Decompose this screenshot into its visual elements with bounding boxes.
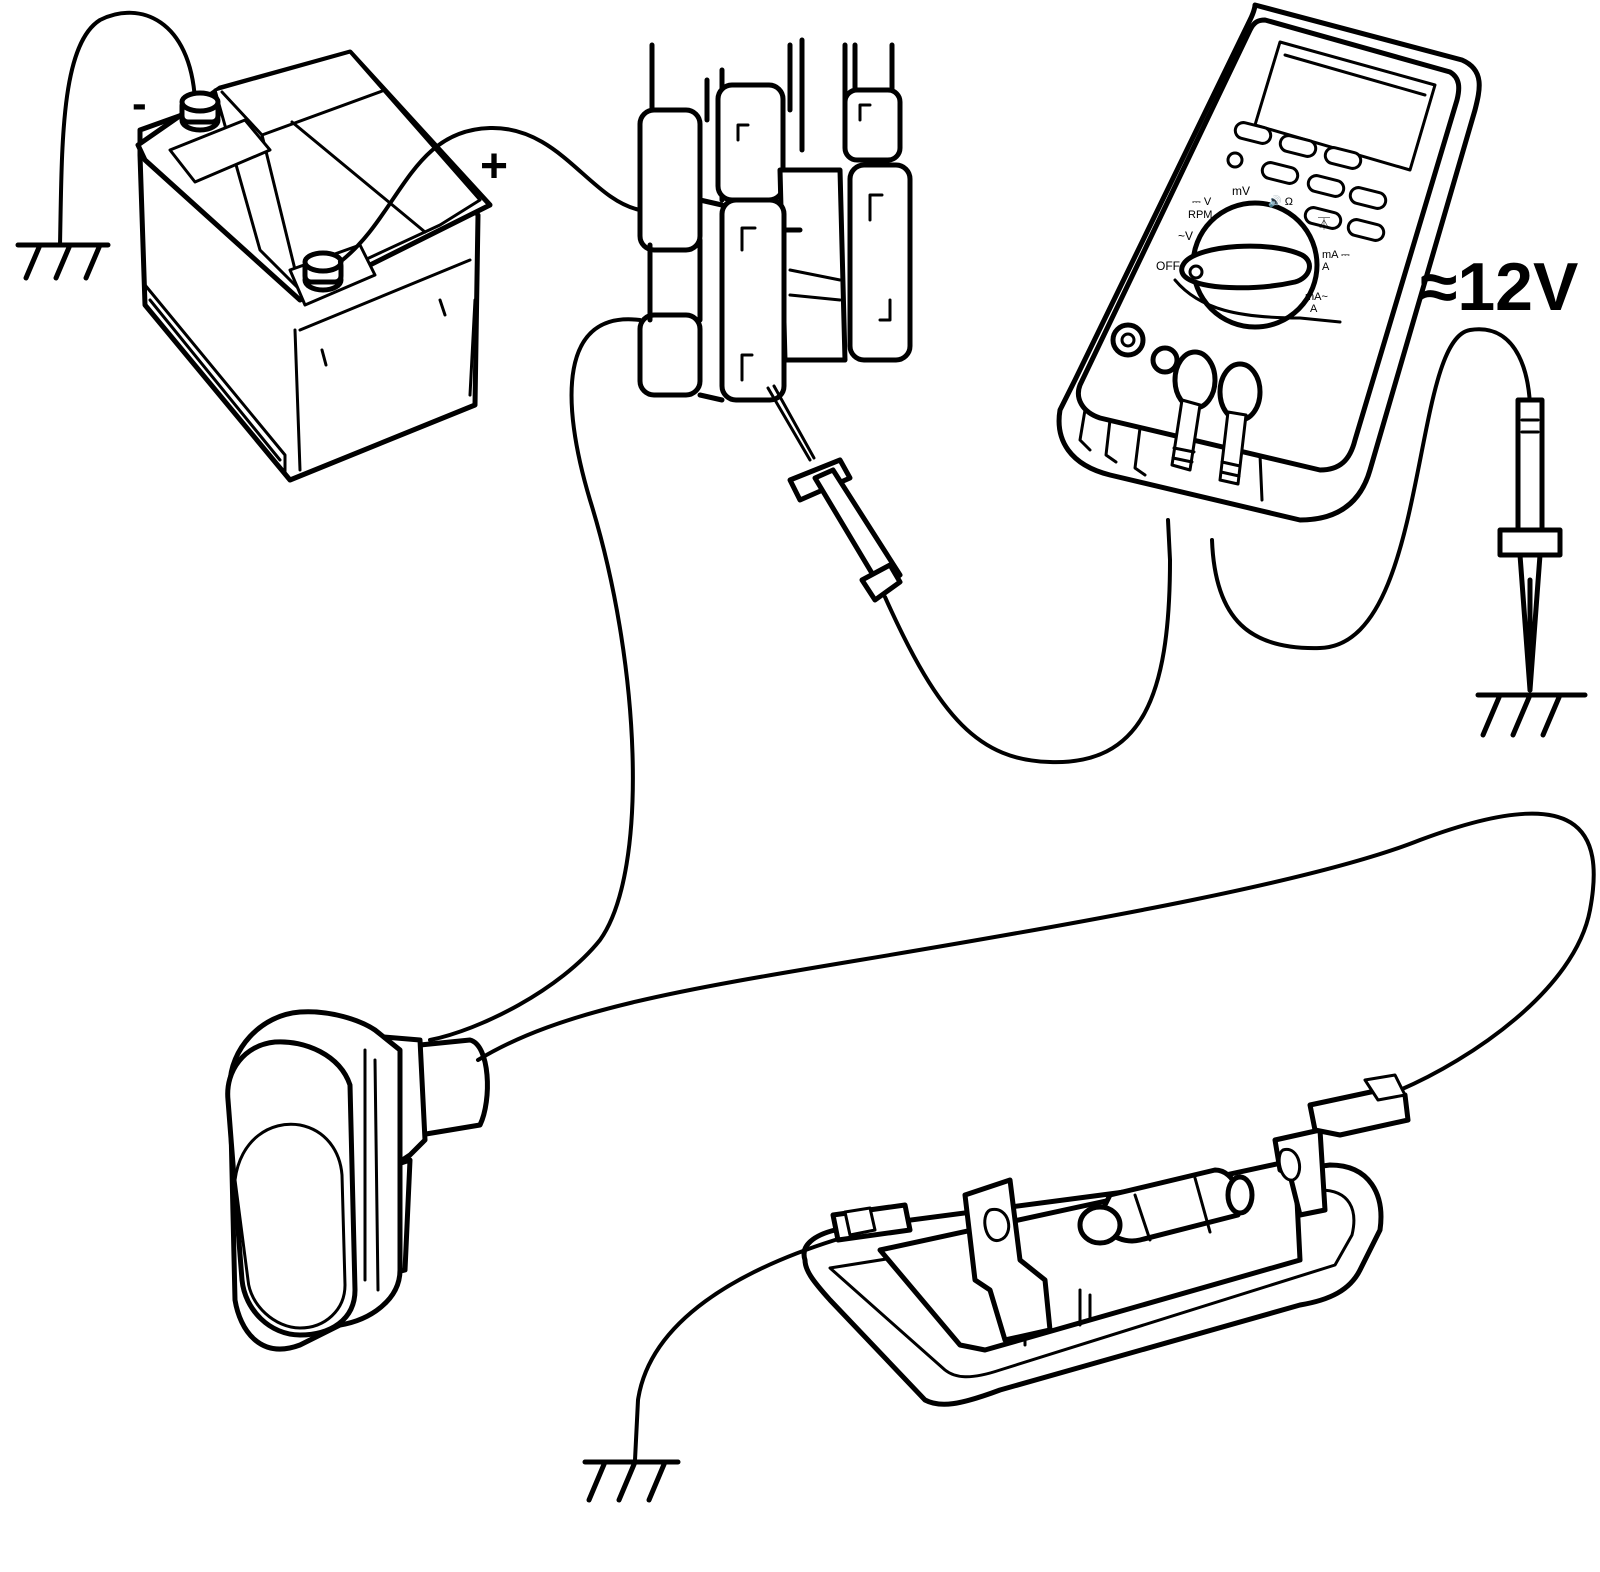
dial-label-continuity: 🔊 Ω bbox=[1268, 194, 1293, 208]
wire-switch-to-lamp bbox=[476, 811, 1596, 1092]
wire-fuse-to-switch bbox=[428, 317, 642, 1042]
dial-label-millivolt: mV bbox=[1232, 184, 1250, 198]
battery-negative-label: - bbox=[132, 79, 147, 128]
probe-fuse bbox=[766, 384, 903, 603]
multimeter[interactable]: ⎓ V RPM mV 🔊 Ω ⏄ ~V OFF mA ⎓ A mA~ A bbox=[1056, 2, 1482, 523]
wire-meter-com-lead bbox=[1210, 327, 1532, 651]
dial-label-rpm: RPM bbox=[1188, 209, 1212, 221]
dial-label-dc-volt: ⎓ V bbox=[1192, 196, 1212, 208]
dial-label-dc-amp: A bbox=[1322, 261, 1330, 273]
lamp-assembly bbox=[801, 1073, 1411, 1407]
dial-label-diode: ⏄ bbox=[1318, 216, 1330, 231]
fuse-box bbox=[637, 37, 913, 403]
ground-symbol-lamp bbox=[582, 1459, 681, 1503]
dial-label-dc-milliamp: mA ⎓ bbox=[1322, 249, 1350, 261]
ground-symbol-battery bbox=[15, 10, 197, 281]
dial-label-ac-milliamp: mA~ bbox=[1305, 291, 1328, 303]
wire-lamp-to-ground bbox=[633, 1238, 837, 1462]
dial-label-ac-volt: ~V bbox=[1178, 229, 1193, 243]
dial-label-ac-amp: A bbox=[1310, 303, 1318, 315]
measurement-label: ≈12V bbox=[1420, 249, 1578, 325]
wire-battery-positive bbox=[338, 125, 642, 264]
switch bbox=[225, 1009, 490, 1352]
probe-ground bbox=[1475, 397, 1588, 738]
battery bbox=[135, 49, 493, 483]
wire-probe-to-meter bbox=[883, 518, 1172, 765]
rotary-dial[interactable] bbox=[1179, 200, 1320, 330]
battery-positive-label: + bbox=[480, 140, 508, 193]
dial-label-off: OFF bbox=[1156, 259, 1180, 273]
